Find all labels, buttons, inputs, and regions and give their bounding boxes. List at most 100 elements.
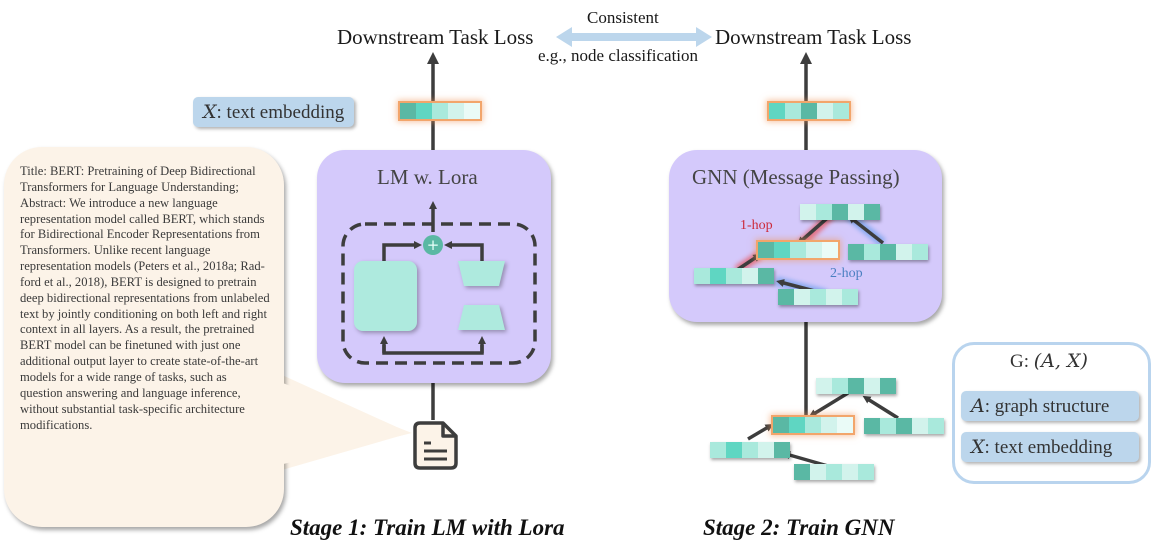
embedding-cell <box>785 103 801 119</box>
embedding-cell <box>858 464 874 480</box>
graph-node-embedding <box>794 464 874 480</box>
embedding-cell <box>842 289 858 305</box>
embedding-cell <box>842 464 858 480</box>
one-hop-label: 1-hop <box>740 218 773 233</box>
embedding-cell <box>794 289 810 305</box>
embedding-cell <box>880 378 896 394</box>
embedding-cell <box>432 103 448 119</box>
legend-item-label: : graph structure <box>984 396 1110 417</box>
lm-panel-title: LM w. Lora <box>377 165 478 189</box>
embedding-cell <box>816 204 832 220</box>
graph-center-node-embedding <box>771 415 855 435</box>
gnn-node-embedding <box>756 240 840 260</box>
lora-dashed-boundary <box>341 222 537 365</box>
embedding-cell <box>758 268 774 284</box>
graph-node-embedding <box>864 418 944 434</box>
embedding-cell <box>773 417 789 433</box>
embedding-cell <box>800 204 816 220</box>
embedding-cell <box>864 418 880 434</box>
embedding-cell <box>726 442 742 458</box>
embedding-cell <box>416 103 432 119</box>
text-embedding-chip: X: text embedding <box>193 97 355 127</box>
legend-item-label: : text embedding <box>984 437 1113 458</box>
embedding-cell <box>726 268 742 284</box>
embedding-cell <box>896 418 912 434</box>
embedding-cell <box>848 244 864 260</box>
embedding-cell <box>710 268 726 284</box>
embedding-cell <box>816 378 832 394</box>
legend-item-var: X <box>971 436 985 458</box>
embedding-cell <box>864 204 880 220</box>
embedding-cell <box>769 103 785 119</box>
embedding-cell <box>742 268 758 284</box>
embedding-cell <box>833 103 849 119</box>
stage2-output-embedding <box>767 101 851 121</box>
two-hop-label: 2-hop <box>830 266 863 281</box>
embedding-cell <box>810 464 826 480</box>
lora-up-projection <box>458 305 505 330</box>
embedding-cell <box>864 378 880 394</box>
two-hop-arrow-right <box>847 215 885 245</box>
graph-node-embedding <box>710 442 790 458</box>
embedding-cell <box>789 417 805 433</box>
document-text: Title: BERT: Pretraining of Deep Bidirec… <box>20 164 270 432</box>
document-callout <box>4 147 284 527</box>
embedding-cell <box>805 417 821 433</box>
embedding-cell <box>817 103 833 119</box>
stage1-loss-label: Downstream Task Loss <box>337 25 534 49</box>
embedding-cell <box>742 442 758 458</box>
embedding-cell <box>810 289 826 305</box>
embedding-cell <box>758 242 774 258</box>
embedding-cell <box>778 289 794 305</box>
consistent-double-arrow <box>556 27 712 47</box>
pretrained-weights-block <box>354 261 417 331</box>
embedding-cell <box>837 417 853 433</box>
embedding-cell <box>864 244 880 260</box>
embedding-cell <box>880 244 896 260</box>
embedding-cell <box>928 418 944 434</box>
legend-title-math: (A, X) <box>1033 350 1088 372</box>
embedding-cell <box>710 442 726 458</box>
embedding-cell <box>801 103 817 119</box>
sum-node-icon <box>423 235 443 255</box>
embedding-cell <box>794 464 810 480</box>
embedding-cell <box>848 204 864 220</box>
embedding-cell <box>826 464 842 480</box>
embedding-cell <box>774 442 790 458</box>
example-task-label: e.g., node classification <box>538 46 699 65</box>
gnn-node-embedding <box>848 244 928 260</box>
legend-item-var: A <box>971 395 985 417</box>
stage1-caption: Stage 1: Train LM with Lora <box>290 515 565 540</box>
consistent-label: Consistent <box>587 8 659 27</box>
embedding-cell <box>821 417 837 433</box>
graph-node-embedding <box>816 378 896 394</box>
embedding-cell <box>400 103 416 119</box>
legend-title-prefix: G: <box>1010 351 1034 372</box>
embedding-cell <box>806 242 822 258</box>
gnn-node-embedding <box>800 204 880 220</box>
stage2-caption: Stage 2: Train GNN <box>703 515 895 540</box>
embedding-cell <box>694 268 710 284</box>
embedding-cell <box>848 378 864 394</box>
chip-label: : text embedding <box>216 102 345 123</box>
embedding-cell <box>822 242 838 258</box>
one-hop-arrow-left <box>736 253 762 272</box>
embedding-cell <box>912 418 928 434</box>
embedding-cell <box>448 103 464 119</box>
stage1-output-embedding <box>398 101 482 121</box>
gnn-node-embedding <box>694 268 774 284</box>
legend-title: G: (A, X) <box>1010 350 1088 373</box>
legend-item-graph-structure: A: graph structure <box>961 391 1139 421</box>
embedding-cell <box>832 378 848 394</box>
embedding-cell <box>758 442 774 458</box>
embedding-cell <box>896 244 912 260</box>
chip-variable: X <box>203 101 217 123</box>
gnn-node-embedding <box>778 289 858 305</box>
lora-down-projection <box>458 261 505 286</box>
embedding-cell <box>912 244 928 260</box>
embedding-cell <box>832 204 848 220</box>
embedding-cell <box>790 242 806 258</box>
